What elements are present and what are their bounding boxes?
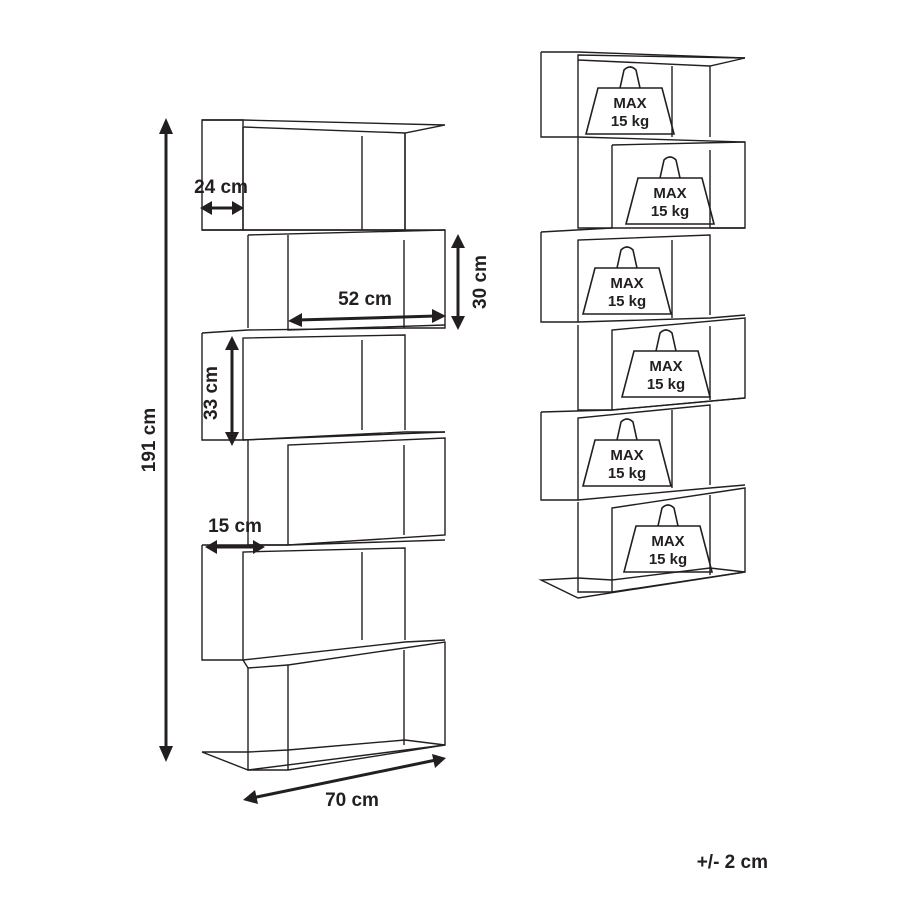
arrow-icon <box>251 758 437 800</box>
height-label: 191 cm <box>139 408 160 472</box>
width-label: 70 cm <box>325 790 379 811</box>
right-shelf <box>538 51 746 599</box>
weight-value-label: 15 kg <box>608 465 646 482</box>
tolerance-label: +/- 2 cm <box>697 852 768 873</box>
weight-icon: MAX 15 kg <box>581 246 673 315</box>
weight-icon: MAX 15 kg <box>620 329 712 398</box>
arrow-icon <box>297 314 437 322</box>
inner-width-label: 52 cm <box>338 289 392 310</box>
weight-max-label: MAX <box>651 533 684 550</box>
weight-value-label: 15 kg <box>611 113 649 130</box>
weight-icon: MAX 15 kg <box>584 66 676 135</box>
weight-value-label: 15 kg <box>647 376 685 393</box>
compartment-height-small-label: 30 cm <box>470 255 491 309</box>
weight-max-label: MAX <box>653 185 686 202</box>
weight-max-label: MAX <box>610 275 643 292</box>
depth-label: 24 cm <box>194 177 248 198</box>
weight-icon: MAX 15 kg <box>622 504 714 573</box>
side-offset-label: 15 cm <box>208 516 262 537</box>
weight-value-label: 15 kg <box>651 203 689 220</box>
left-shelf <box>201 119 446 771</box>
compartment-height-large-label: 33 cm <box>201 366 222 420</box>
weight-max-label: MAX <box>610 447 643 464</box>
weight-value-label: 15 kg <box>649 551 687 568</box>
weight-value-label: 15 kg <box>608 293 646 310</box>
weight-icon: MAX 15 kg <box>581 418 673 487</box>
weight-max-label: MAX <box>649 358 682 375</box>
weight-icon: MAX 15 kg <box>624 156 716 225</box>
weights: MAX 15 kg MAX 15 kg MAX 15 kg MAX <box>581 66 716 573</box>
weight-max-label: MAX <box>613 95 646 112</box>
dimension-arrows <box>159 118 465 804</box>
dimension-labels: 191 cm 24 cm 52 cm 30 cm 33 cm 15 cm 70 … <box>139 177 491 811</box>
